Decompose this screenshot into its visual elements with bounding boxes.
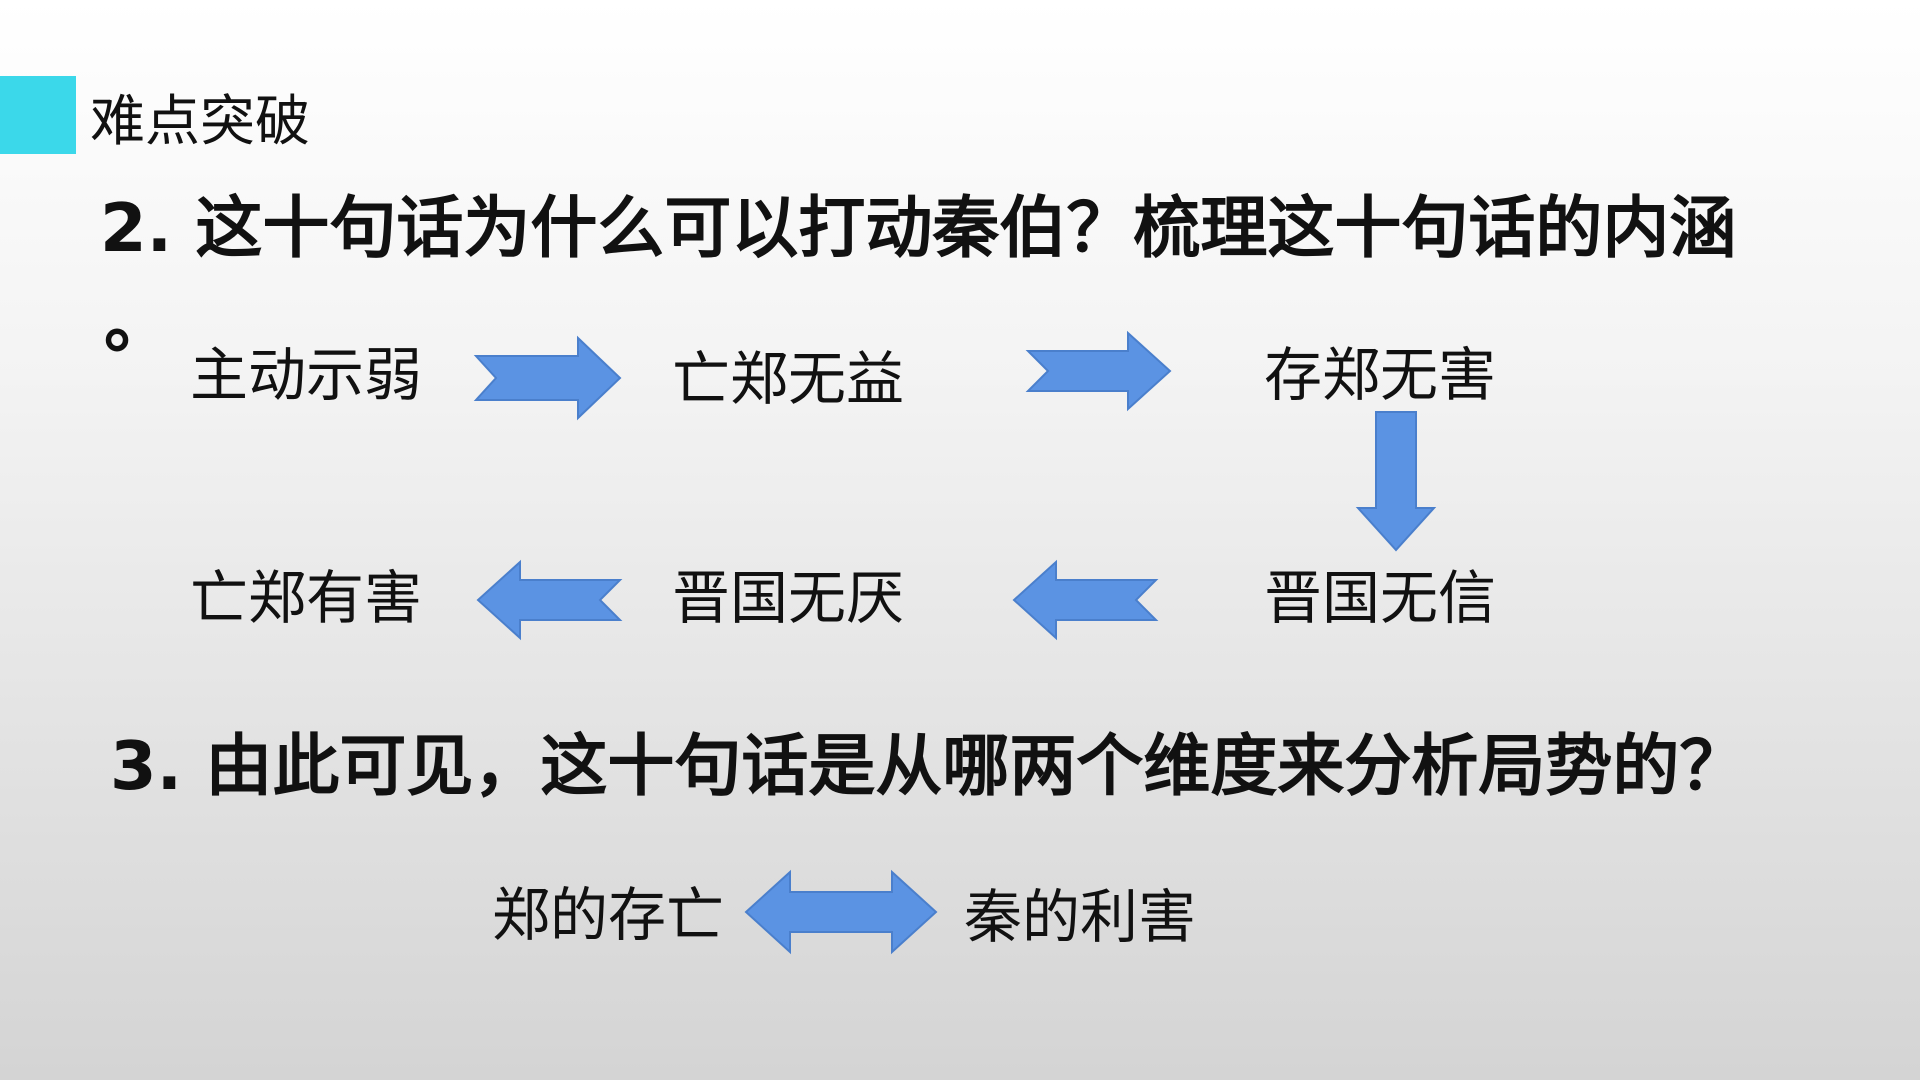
flow-node-5: 晋国无厌 bbox=[672, 564, 905, 632]
question-2-tail: 。 bbox=[104, 284, 171, 362]
accent-block bbox=[0, 76, 76, 154]
section-title: 难点突破 bbox=[90, 89, 311, 153]
flow-node-3: 存郑无害 bbox=[1264, 341, 1497, 409]
dimension-right: 秦的利害 bbox=[964, 883, 1197, 951]
arrow-right-icon bbox=[473, 335, 622, 421]
arrow-left-icon bbox=[1012, 559, 1159, 641]
arrow-left-icon bbox=[476, 559, 623, 641]
question-3: 3. 由此可见，这十句话是从哪两个维度来分析局势的？ bbox=[110, 727, 1747, 805]
flow-node-2: 亡郑无益 bbox=[672, 345, 905, 413]
arrow-down-icon bbox=[1355, 411, 1437, 552]
double-arrow-icon bbox=[744, 869, 938, 955]
flow-node-4: 晋国无信 bbox=[1264, 564, 1497, 632]
arrow-right-icon bbox=[1025, 330, 1172, 412]
question-2: 2. 这十句话为什么可以打动秦伯？梳理这十句话的内涵 bbox=[100, 189, 1737, 267]
dimension-left: 郑的存亡 bbox=[492, 881, 725, 949]
flow-node-1: 主动示弱 bbox=[190, 341, 423, 409]
flow-node-6: 亡郑有害 bbox=[190, 564, 423, 632]
